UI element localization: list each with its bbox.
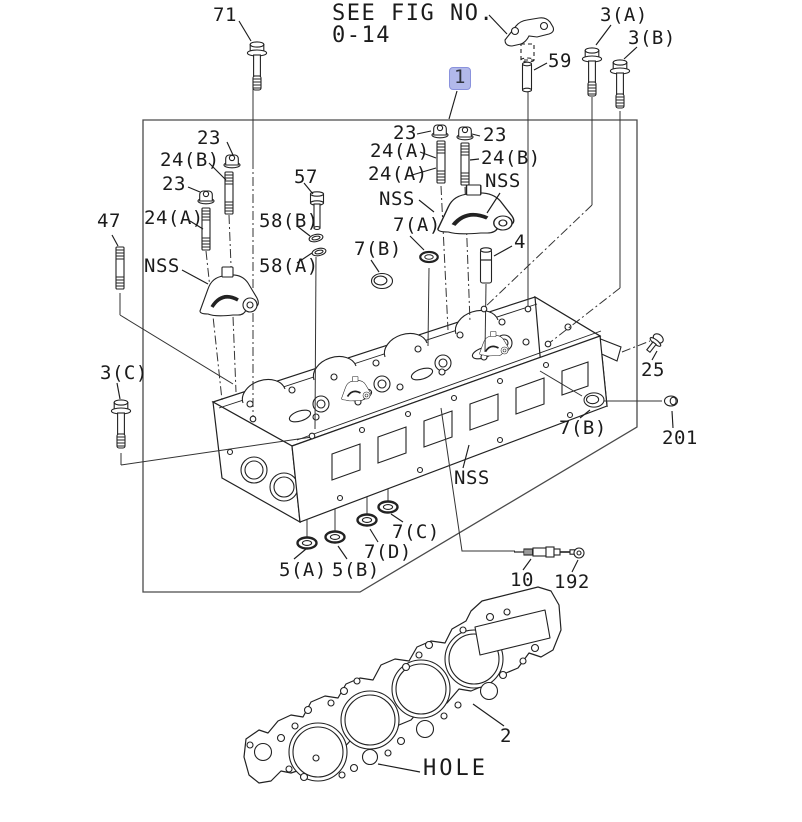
seal-connectors: [306, 489, 389, 537]
callout-23: 23: [162, 173, 186, 195]
valve-guide-4-art: [479, 247, 493, 284]
nut-23-art: [431, 124, 449, 139]
bolt-3b-art: [609, 59, 631, 109]
callout-10: 10: [510, 569, 534, 591]
rocker-bracket-art: [438, 185, 514, 234]
callout-192: 192: [554, 571, 590, 593]
callout-59: 59: [548, 50, 572, 72]
callout-5b: 5(B): [332, 559, 380, 581]
callout-7b: 7(B): [559, 417, 607, 439]
bolt-71-art: [246, 41, 268, 91]
stud-24b-art: [224, 171, 234, 215]
callout-57: 57: [294, 166, 318, 188]
callout-24a: 24(A): [370, 140, 430, 162]
callout-7a: 7(A): [393, 214, 441, 236]
seal-7c-art: [377, 500, 399, 514]
callout-201: 201: [662, 427, 698, 449]
stud-24b-art: [460, 142, 470, 186]
seal-5a-art: [296, 536, 318, 550]
nut-192-art: [573, 547, 585, 559]
callout-4: 4: [514, 231, 526, 253]
callout-24b: 24(B): [481, 147, 541, 169]
seal-7a-art: [419, 250, 439, 264]
bolt-57-art: [309, 191, 325, 231]
glow-plug-10-art: [514, 546, 576, 558]
nut-23-art: [197, 190, 215, 205]
callout-58b: 58(B): [259, 210, 319, 232]
pin-59-art: [521, 61, 533, 93]
sensor-bracket-art: [504, 17, 555, 63]
cap-7b-left-art: [370, 272, 394, 290]
fasteners-and-small-parts: [110, 17, 679, 559]
callout-25: 25: [641, 359, 665, 381]
callout-nss: NSS: [379, 188, 415, 210]
nut-23-art: [223, 154, 241, 169]
stud-24a-art: [436, 140, 446, 184]
callout-23: 23: [197, 127, 221, 149]
cap-7b-right-art: [583, 392, 605, 408]
callout-5a: 5(A): [279, 559, 327, 581]
bolt-3a-art: [581, 47, 603, 97]
screw-25-art: [646, 333, 664, 354]
bolt-3c-art: [110, 399, 132, 449]
hole-note: HOLE: [423, 756, 488, 781]
stud-47-art: [115, 246, 125, 290]
oring-58b-art: [307, 232, 325, 244]
callout-nss: NSS: [454, 467, 490, 489]
callout-23: 23: [483, 124, 507, 146]
plug-201-art: [663, 395, 679, 407]
callout-71: 71: [213, 4, 237, 26]
callout-23: 23: [393, 122, 417, 144]
callout-3b: 3(B): [628, 27, 676, 49]
callout-47: 47: [97, 210, 121, 232]
callout-24a: 24(A): [368, 163, 428, 185]
assembly-boundary-box: [142, 119, 638, 593]
head-gasket-drawing: [243, 586, 562, 784]
callout-3c: 3(C): [100, 362, 148, 384]
callout-24b: 24(B): [160, 149, 220, 171]
callout-nss: NSS: [144, 255, 180, 277]
callout-7c: 7(C): [392, 521, 440, 543]
callout-24a: 24(A): [144, 207, 204, 229]
see-fig-note-line2: 0-14: [332, 23, 391, 48]
callout-7d: 7(D): [364, 541, 412, 563]
callout-2: 2: [500, 725, 512, 747]
highlighted-callout-1[interactable]: 1: [449, 67, 471, 90]
callout-3a: 3(A): [600, 4, 648, 26]
leader-lines: [111, 14, 674, 773]
nut-23-art: [456, 126, 474, 141]
cylinder-head-drawing: [211, 295, 622, 524]
callout-58a: 58(A): [259, 255, 319, 277]
callout-7b: 7(B): [354, 238, 402, 260]
see-fig-note-line1: SEE FIG NO.: [332, 1, 495, 26]
seal-5b-art: [324, 530, 346, 544]
seal-7d-art: [356, 513, 378, 527]
callout-nss: NSS: [485, 170, 521, 192]
